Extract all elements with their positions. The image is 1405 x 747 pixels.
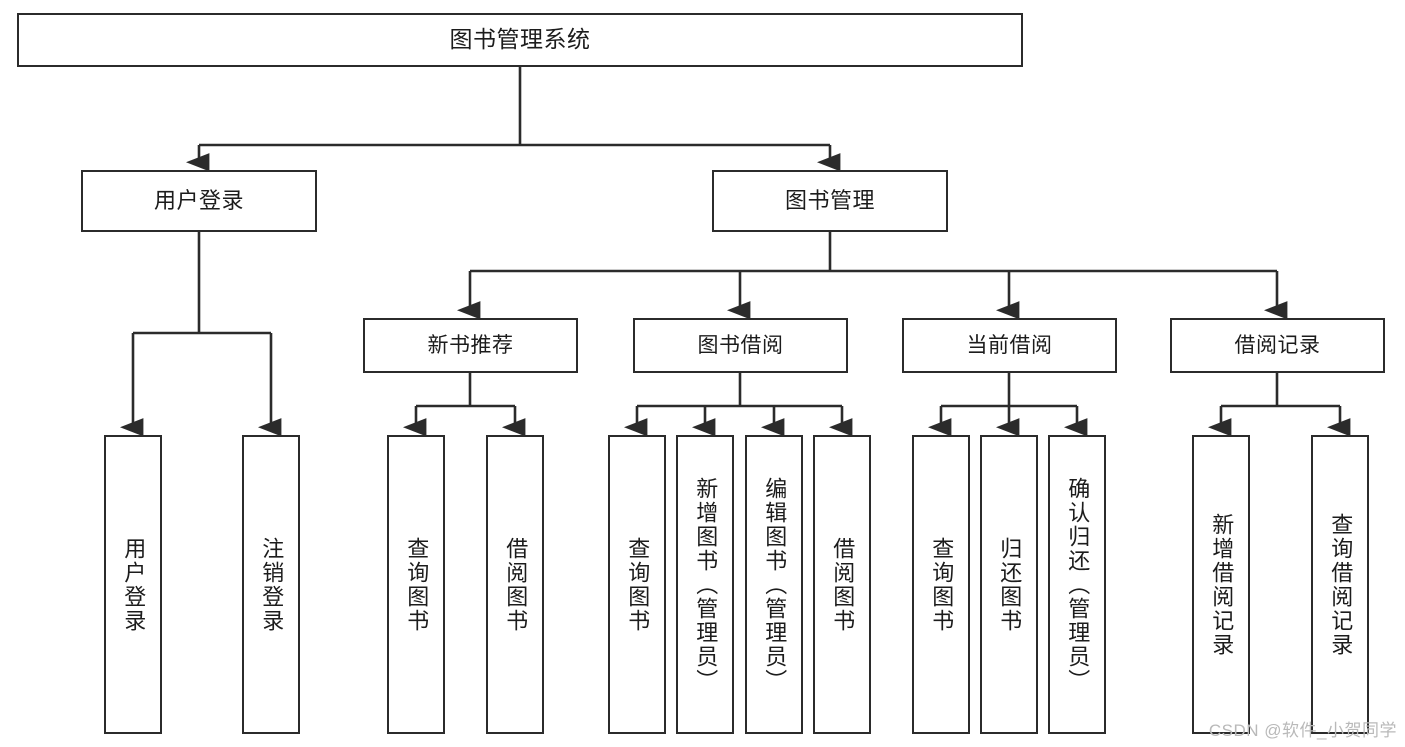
leaf-record-add-record[interactable]: 新增借阅记录 bbox=[1192, 435, 1250, 734]
leaf-borrow-add-book-admin[interactable]: 新增图书（管理员） bbox=[676, 435, 734, 734]
leaf-record-query-record[interactable]: 查询借阅记录 bbox=[1311, 435, 1369, 734]
node-borrow-record[interactable]: 借阅记录 bbox=[1170, 318, 1385, 373]
node-user-login[interactable]: 用户登录 bbox=[81, 170, 317, 232]
node-label: 图书借阅 bbox=[697, 333, 784, 357]
leaf-new-book-borrow-book[interactable]: 借阅图书 bbox=[486, 435, 544, 734]
node-label: 新书推荐 bbox=[427, 333, 514, 357]
node-label: 借阅图书 bbox=[830, 536, 856, 633]
node-label: 当前借阅 bbox=[966, 333, 1053, 357]
leaf-current-return-book[interactable]: 归还图书 bbox=[980, 435, 1038, 734]
leaf-borrow-borrow-book[interactable]: 借阅图书 bbox=[813, 435, 871, 734]
node-current-borrow[interactable]: 当前借阅 bbox=[902, 318, 1117, 373]
node-label: 查询借阅记录 bbox=[1328, 512, 1354, 657]
node-label: 图书管理系统 bbox=[449, 26, 591, 53]
node-label: 新增图书（管理员） bbox=[693, 476, 719, 693]
node-label: 编辑图书（管理员） bbox=[762, 476, 788, 693]
node-label: 确认归还（管理员） bbox=[1065, 476, 1091, 693]
node-label: 查询图书 bbox=[929, 536, 955, 633]
node-label: 查询图书 bbox=[404, 536, 430, 633]
leaf-current-confirm-return-admin[interactable]: 确认归还（管理员） bbox=[1048, 435, 1106, 734]
node-root-book-management-system[interactable]: 图书管理系统 bbox=[17, 13, 1023, 67]
node-label: 归还图书 bbox=[997, 536, 1023, 633]
leaf-user-login-logout[interactable]: 注销登录 bbox=[242, 435, 300, 734]
node-label: 借阅图书 bbox=[503, 536, 529, 633]
node-label: 用户登录 bbox=[153, 187, 244, 213]
node-label: 新增借阅记录 bbox=[1209, 512, 1235, 657]
node-label: 图书管理 bbox=[784, 187, 875, 213]
leaf-current-query-book[interactable]: 查询图书 bbox=[912, 435, 970, 734]
node-label: 借阅记录 bbox=[1234, 333, 1321, 357]
leaf-borrow-edit-book-admin[interactable]: 编辑图书（管理员） bbox=[745, 435, 803, 734]
node-book-management[interactable]: 图书管理 bbox=[712, 170, 948, 232]
leaf-user-login-login[interactable]: 用户登录 bbox=[104, 435, 162, 734]
node-label: 注销登录 bbox=[259, 536, 285, 633]
node-label: 查询图书 bbox=[625, 536, 651, 633]
leaf-new-book-query-book[interactable]: 查询图书 bbox=[387, 435, 445, 734]
node-label: 用户登录 bbox=[121, 536, 147, 633]
node-new-book-recommend[interactable]: 新书推荐 bbox=[363, 318, 578, 373]
node-book-borrow[interactable]: 图书借阅 bbox=[633, 318, 848, 373]
leaf-borrow-query-book[interactable]: 查询图书 bbox=[608, 435, 666, 734]
